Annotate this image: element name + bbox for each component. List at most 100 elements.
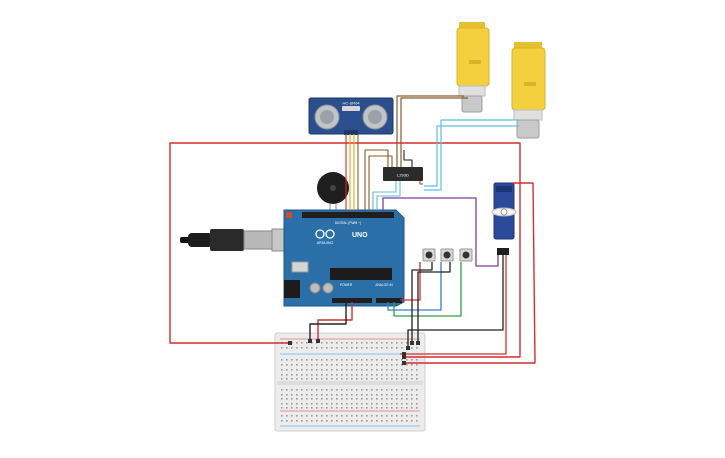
breadboard-hole[interactable] xyxy=(286,407,288,409)
breadboard-hole[interactable] xyxy=(396,398,398,400)
breadboard-hole[interactable] xyxy=(301,374,303,376)
breadboard-hole[interactable] xyxy=(341,403,343,405)
breadboard-hole[interactable] xyxy=(281,420,283,422)
breadboard-hole[interactable] xyxy=(376,374,378,376)
wire-5v[interactable] xyxy=(317,302,353,340)
breadboard-hole[interactable] xyxy=(291,389,293,391)
breadboard-hole[interactable] xyxy=(331,403,333,405)
breadboard-hole[interactable] xyxy=(416,403,418,405)
breadboard-hole[interactable] xyxy=(336,407,338,409)
breadboard-hole[interactable] xyxy=(321,415,323,417)
breadboard-hole[interactable] xyxy=(281,407,283,409)
breadboard-hole[interactable] xyxy=(351,398,353,400)
breadboard-hole[interactable] xyxy=(316,359,318,361)
breadboard-hole[interactable] xyxy=(316,374,318,376)
breadboard-hole[interactable] xyxy=(356,415,358,417)
breadboard-hole[interactable] xyxy=(386,389,388,391)
breadboard-hole[interactable] xyxy=(411,420,413,422)
breadboard-hole[interactable] xyxy=(331,415,333,417)
breadboard-hole[interactable] xyxy=(331,369,333,371)
breadboard-hole[interactable] xyxy=(371,403,373,405)
breadboard-hole[interactable] xyxy=(381,378,383,380)
breadboard-hole[interactable] xyxy=(296,398,298,400)
breadboard-hole[interactable] xyxy=(326,347,328,349)
breadboard-hole[interactable] xyxy=(341,420,343,422)
breadboard-hole[interactable] xyxy=(416,394,418,396)
breadboard-hole[interactable] xyxy=(396,364,398,366)
breadboard-hole[interactable] xyxy=(296,394,298,396)
breadboard-hole[interactable] xyxy=(361,415,363,417)
breadboard-hole[interactable] xyxy=(371,347,373,349)
breadboard-hole[interactable] xyxy=(356,407,358,409)
breadboard-hole[interactable] xyxy=(341,389,343,391)
breadboard-hole[interactable] xyxy=(391,364,393,366)
breadboard-hole[interactable] xyxy=(311,415,313,417)
breadboard-hole[interactable] xyxy=(376,420,378,422)
breadboard-hole[interactable] xyxy=(301,369,303,371)
breadboard-hole[interactable] xyxy=(376,378,378,380)
breadboard-hole[interactable] xyxy=(411,359,413,361)
breadboard-hole[interactable] xyxy=(321,369,323,371)
breadboard-hole[interactable] xyxy=(346,420,348,422)
breadboard-hole[interactable] xyxy=(391,407,393,409)
breadboard-hole[interactable] xyxy=(336,359,338,361)
breadboard-hole[interactable] xyxy=(291,398,293,400)
breadboard-hole[interactable] xyxy=(291,364,293,366)
breadboard-hole[interactable] xyxy=(336,403,338,405)
breadboard-hole[interactable] xyxy=(296,359,298,361)
breadboard-hole[interactable] xyxy=(286,378,288,380)
breadboard-hole[interactable] xyxy=(416,347,418,349)
breadboard-hole[interactable] xyxy=(341,374,343,376)
breadboard-hole[interactable] xyxy=(411,403,413,405)
breadboard-hole[interactable] xyxy=(346,389,348,391)
breadboard-hole[interactable] xyxy=(396,347,398,349)
wire-power-loop[interactable] xyxy=(169,142,521,358)
wire-gnd[interactable] xyxy=(309,302,347,340)
breadboard-hole[interactable] xyxy=(301,403,303,405)
breadboard-hole[interactable] xyxy=(286,389,288,391)
breadboard-hole[interactable] xyxy=(306,420,308,422)
breadboard-hole[interactable] xyxy=(381,403,383,405)
breadboard-hole[interactable] xyxy=(296,378,298,380)
breadboard-hole[interactable] xyxy=(326,378,328,380)
breadboard-hole[interactable] xyxy=(386,398,388,400)
breadboard-hole[interactable] xyxy=(406,364,408,366)
breadboard-hole[interactable] xyxy=(366,378,368,380)
breadboard-hole[interactable] xyxy=(366,398,368,400)
breadboard-hole[interactable] xyxy=(406,342,408,344)
breadboard-hole[interactable] xyxy=(391,389,393,391)
breadboard-hole[interactable] xyxy=(296,342,298,344)
breadboard-hole[interactable] xyxy=(376,347,378,349)
breadboard-hole[interactable] xyxy=(391,415,393,417)
breadboard-hole[interactable] xyxy=(351,369,353,371)
wire-buttons-gnd-1[interactable] xyxy=(411,262,433,343)
breadboard-hole[interactable] xyxy=(346,342,348,344)
breadboard-hole[interactable] xyxy=(381,420,383,422)
breadboard-hole[interactable] xyxy=(416,389,418,391)
breadboard-hole[interactable] xyxy=(396,420,398,422)
breadboard-hole[interactable] xyxy=(301,347,303,349)
breadboard-hole[interactable] xyxy=(311,378,313,380)
breadboard-hole[interactable] xyxy=(331,374,333,376)
breadboard-hole[interactable] xyxy=(391,420,393,422)
breadboard-hole[interactable] xyxy=(356,378,358,380)
breadboard-hole[interactable] xyxy=(341,394,343,396)
breadboard-hole[interactable] xyxy=(406,407,408,409)
breadboard-hole[interactable] xyxy=(301,398,303,400)
breadboard-hole[interactable] xyxy=(281,359,283,361)
breadboard-hole[interactable] xyxy=(326,359,328,361)
breadboard-hole[interactable] xyxy=(371,407,373,409)
breadboard-hole[interactable] xyxy=(336,342,338,344)
breadboard-hole[interactable] xyxy=(341,415,343,417)
breadboard-hole[interactable] xyxy=(316,378,318,380)
breadboard-hole[interactable] xyxy=(401,369,403,371)
breadboard-hole[interactable] xyxy=(386,364,388,366)
wire-button-2-signal[interactable] xyxy=(393,262,462,317)
breadboard-hole[interactable] xyxy=(281,369,283,371)
breadboard-hole[interactable] xyxy=(346,374,348,376)
breadboard-hole[interactable] xyxy=(376,359,378,361)
wire-motor-right-a[interactable] xyxy=(424,119,519,191)
breadboard[interactable] xyxy=(274,332,426,432)
wire-servo-signal[interactable] xyxy=(382,197,499,267)
breadboard-hole[interactable] xyxy=(321,403,323,405)
